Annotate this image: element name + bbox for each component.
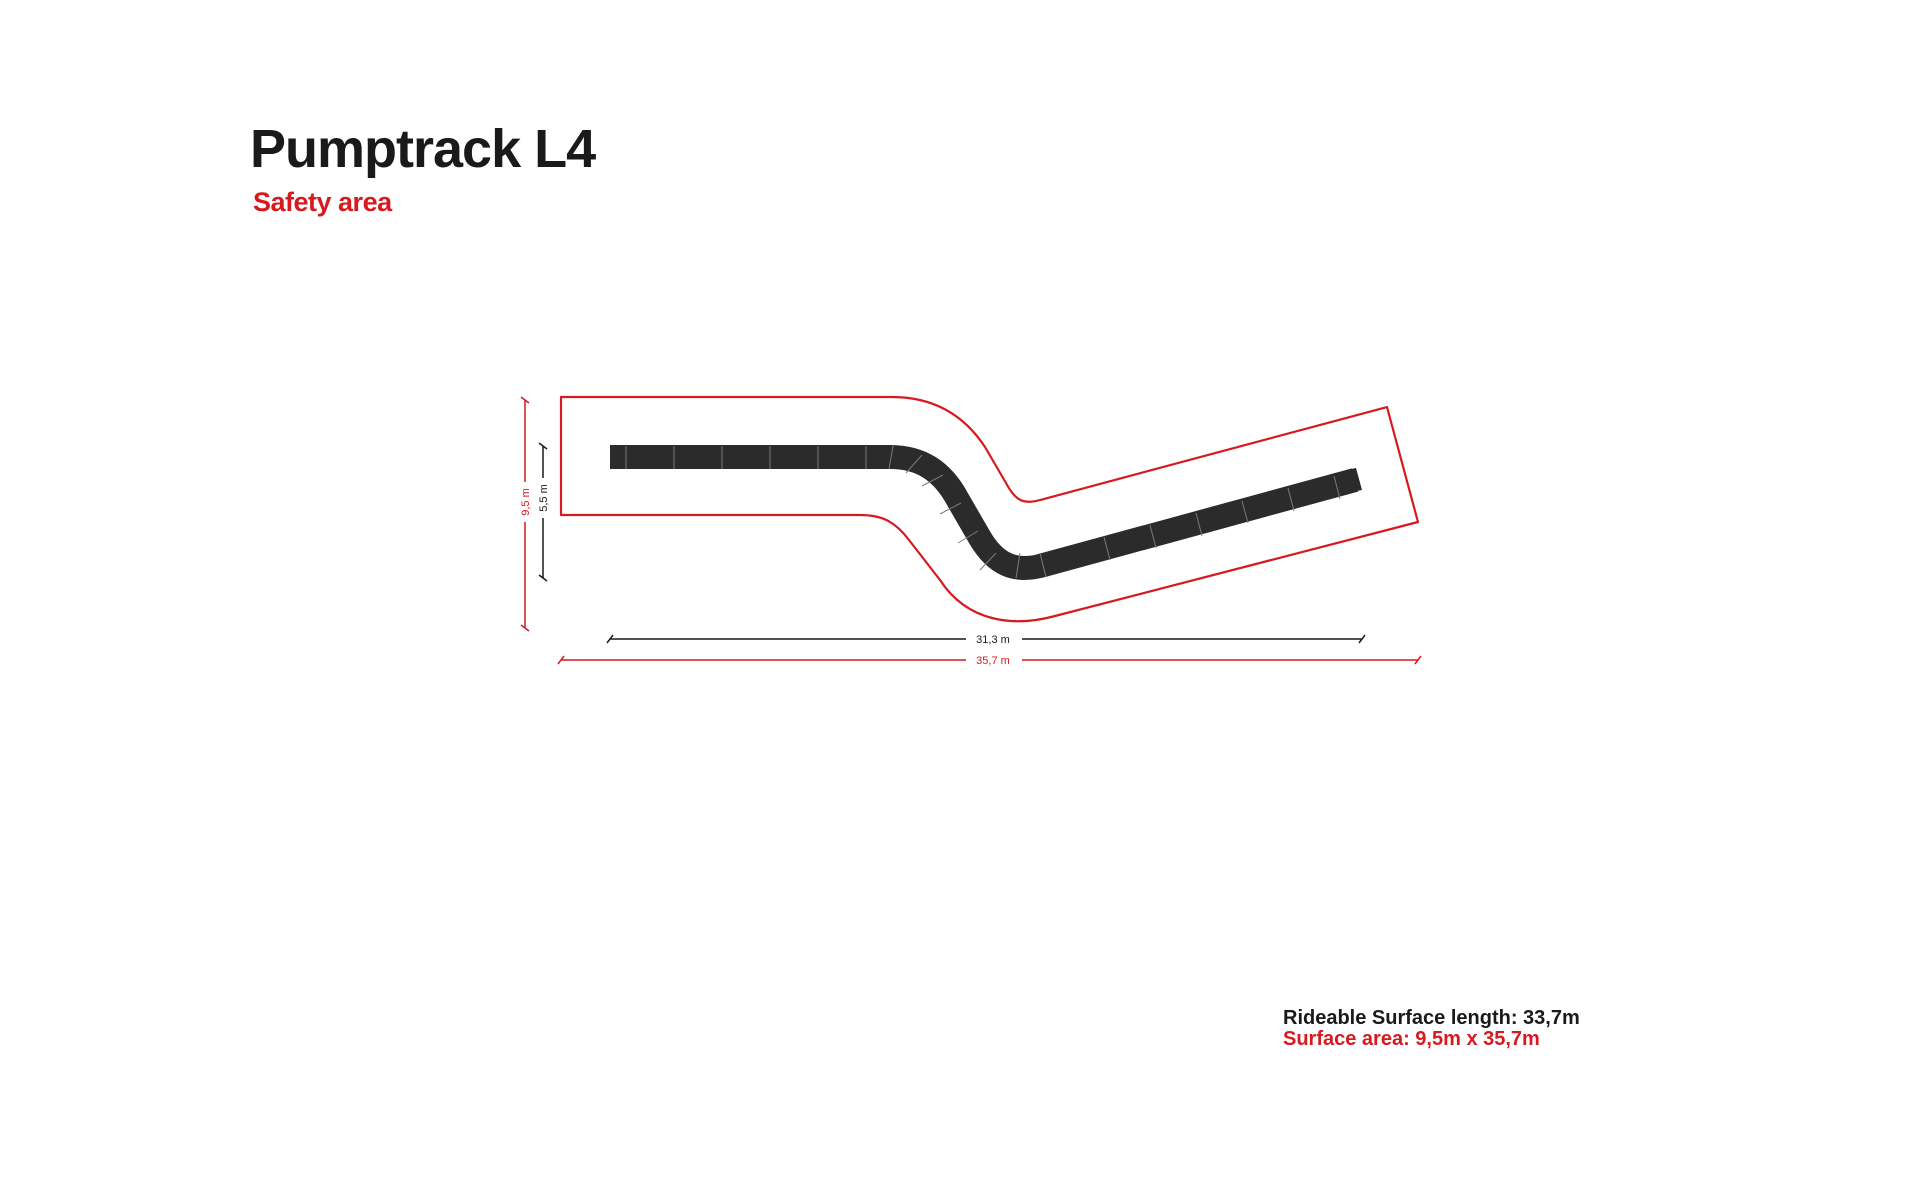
track-seam (1039, 552, 1047, 578)
safety-height-label-bg (517, 482, 533, 522)
track-seam (1015, 552, 1021, 579)
track-start-cap (610, 445, 614, 469)
track-length-label: 31,3 m (976, 634, 1010, 646)
surface-info: Rideable Surface length: 33,7m Surface a… (1283, 1008, 1580, 1050)
track-seam (957, 530, 979, 544)
track-seam (1241, 500, 1249, 524)
track-surface (610, 445, 1359, 580)
track-seam (1103, 536, 1111, 561)
track-seam (1195, 512, 1203, 537)
safety-length-label: 35,7 m (976, 655, 1010, 667)
safety-length-tick-left (557, 655, 565, 665)
track-seam (921, 474, 944, 487)
track-seam (979, 552, 997, 571)
safety-length-label-bg (966, 651, 1022, 669)
track-end-cap (1351, 468, 1362, 491)
track-seam (939, 502, 962, 515)
safety-area-outline (559, 395, 1420, 623)
track-height-label: 5,5 m (538, 484, 550, 512)
track-height-tick-top (538, 442, 548, 450)
surface-area-text: Surface area: 9,5m x 35,7m (1283, 1028, 1540, 1050)
track-seam (905, 454, 923, 474)
track-seam (888, 445, 894, 470)
track-seam (1149, 524, 1157, 549)
rideable-length-text: Rideable Surface length: 33,7m (1283, 1007, 1580, 1029)
track-height-label-bg (535, 478, 551, 518)
track-seam (1333, 475, 1341, 500)
safety-length-tick-right (1414, 655, 1422, 665)
track-seam (1287, 487, 1295, 512)
page-subtitle: Safety area (253, 187, 392, 217)
track-height-tick-bottom (538, 574, 548, 582)
track-length-label-bg (966, 630, 1022, 648)
safety-height-label: 9,5 m (520, 488, 532, 516)
track-length-tick-right (1358, 634, 1366, 644)
page-title: Pumptrack L4 (250, 119, 596, 179)
track-length-tick-left (606, 634, 614, 644)
safety-height-tick-top (520, 396, 530, 404)
track-module-seams (625, 445, 1341, 579)
safety-height-tick-bottom (520, 624, 530, 632)
